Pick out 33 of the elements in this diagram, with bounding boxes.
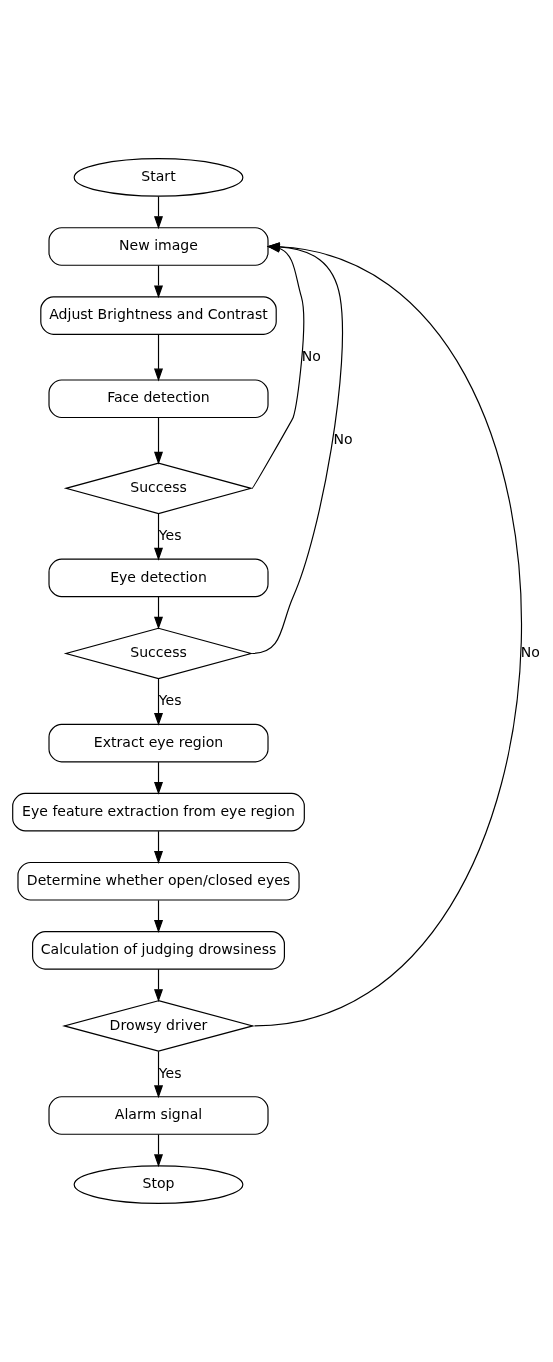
arrow [154, 195, 164, 230]
node-box: Eye detection [48, 558, 269, 598]
arrow [154, 1050, 164, 1099]
arrow [154, 830, 164, 864]
node-diamond: Drowsy driver [62, 1000, 255, 1052]
node-ellipse: Start [73, 158, 244, 197]
arrow [154, 596, 164, 630]
node-box: Extract eye region [48, 723, 269, 763]
node-box: Determine whether open/closed eyes [17, 861, 300, 901]
edge-label: No [333, 430, 353, 447]
node-box: Face detection [48, 379, 269, 419]
node-box: Alarm signal [48, 1096, 269, 1135]
node-ellipse: Stop [73, 1165, 244, 1204]
node-box: New image [48, 227, 269, 266]
edge-label: Yes [158, 527, 182, 543]
node-box: Eye feature extraction from eye region [12, 792, 305, 832]
arrow [154, 761, 164, 795]
node-box: Calculation of judging drowsiness [32, 931, 285, 970]
edge-label: No [520, 644, 540, 661]
arrow [154, 513, 164, 561]
edge-label: Yes [158, 1064, 182, 1081]
node-diamond: Success [63, 462, 254, 515]
arrow [154, 417, 164, 465]
edge-label: No [301, 347, 321, 364]
node-diamond: Success [63, 627, 254, 680]
arrow [154, 968, 164, 1003]
edge-label: Yes [158, 692, 182, 709]
arrow [154, 899, 164, 933]
arrow [154, 1133, 164, 1168]
node-box: Adjust Brightness and Contrast [40, 296, 277, 335]
arrow [154, 334, 164, 382]
arrow [154, 265, 164, 299]
arrow [154, 678, 164, 726]
